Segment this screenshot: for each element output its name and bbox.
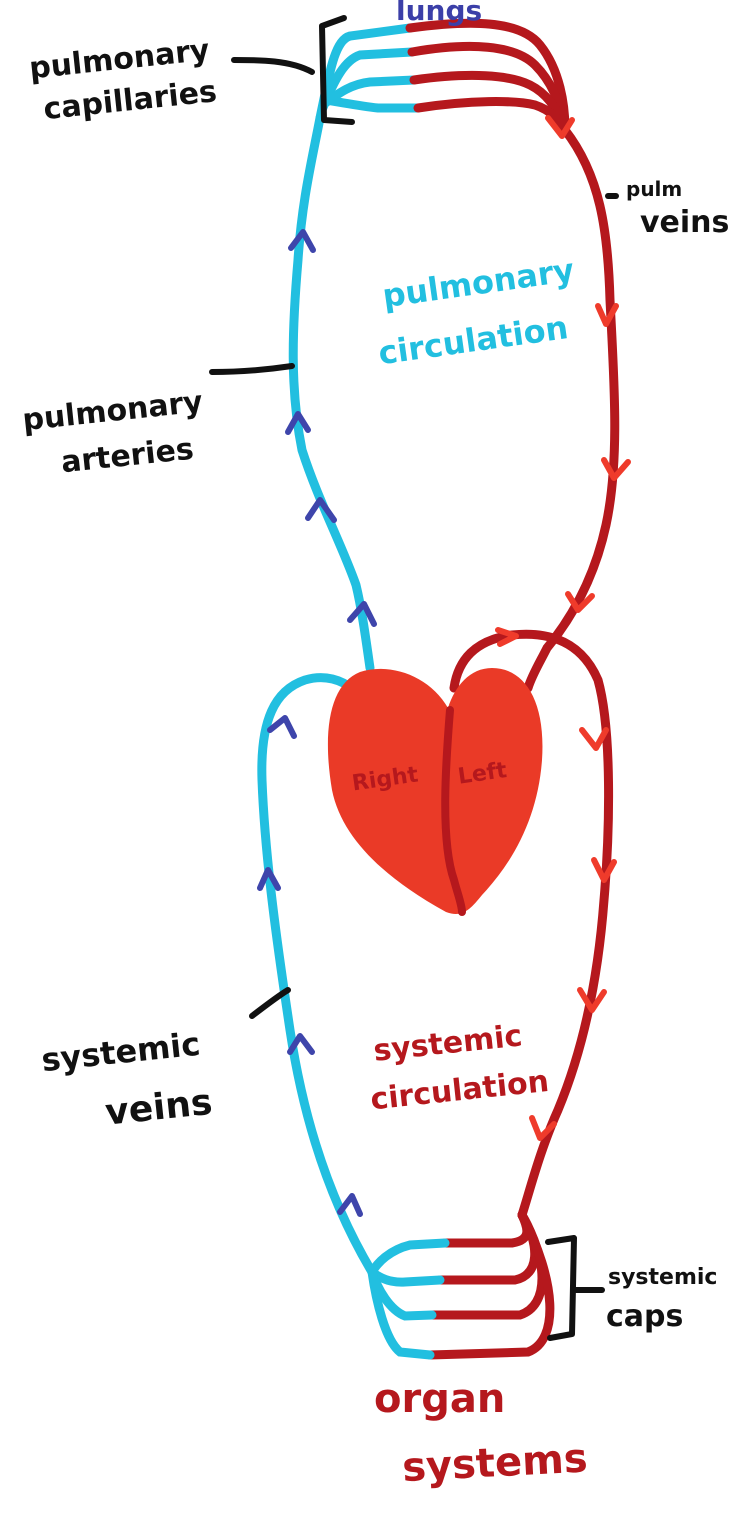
pulmonary-circulation-line-2: circulation bbox=[376, 308, 570, 372]
heart: Right Left bbox=[327, 668, 543, 916]
arrow-up-icon bbox=[288, 229, 316, 253]
arrow-down-icon bbox=[529, 1115, 557, 1141]
systemic-caps-label: systemic caps bbox=[606, 1265, 717, 1334]
organ-systems-label: organ systems bbox=[374, 1376, 589, 1491]
arrow-up-icon bbox=[267, 715, 297, 739]
arrow-up-icon bbox=[257, 867, 281, 891]
lungs-label: lungs bbox=[396, 0, 482, 27]
pulmonary-artery bbox=[288, 113, 375, 673]
arrow-up-icon bbox=[285, 411, 311, 435]
systemic-veins-line-1: systemic bbox=[40, 1025, 202, 1079]
pulmonary-arteries-line-1: pulmonary bbox=[21, 384, 205, 438]
arrow-down-icon bbox=[591, 857, 617, 883]
heart-divider bbox=[441, 706, 466, 916]
systemic-capillaries-red bbox=[425, 1210, 555, 1360]
pulmonary-arteries-leader bbox=[209, 363, 295, 375]
pulmonary-arteries-line-2: arteries bbox=[59, 432, 195, 481]
pulm-veins-line-1: pulm bbox=[626, 177, 682, 201]
systemic-veins-line-2: veins bbox=[103, 1082, 214, 1134]
pulmonary-capillaries-red bbox=[405, 18, 570, 135]
arrow-right-icon bbox=[495, 627, 519, 647]
arrow-up-icon bbox=[337, 1193, 363, 1217]
pulmonary-circulation-line-1: pulmonary bbox=[380, 251, 577, 316]
systemic-caps-line-2: caps bbox=[606, 1299, 683, 1334]
pulmonary-capillaries-leader bbox=[231, 57, 315, 75]
systemic-capillaries-blue bbox=[367, 1238, 450, 1360]
red-flow-arrows bbox=[495, 115, 631, 1141]
pulmonary-capillaries-blue bbox=[315, 23, 423, 123]
arrow-up-icon bbox=[287, 1033, 315, 1055]
pulm-veins-label: pulm veins bbox=[626, 177, 729, 240]
arrow-down-icon bbox=[565, 591, 595, 613]
arrow-down-icon bbox=[577, 987, 607, 1013]
systemic-circulation-label: systemic circulation bbox=[369, 1018, 551, 1118]
systemic-vein bbox=[257, 673, 377, 1277]
blue-flow-arrows bbox=[257, 229, 377, 1217]
arrow-down-icon bbox=[545, 115, 575, 139]
pulmonary-circulation-label: pulmonary circulation bbox=[376, 251, 577, 373]
heart-shape bbox=[327, 668, 543, 915]
arrow-up-icon bbox=[347, 601, 377, 627]
pulmonary-capillaries-label: pulmonary capillaries bbox=[28, 33, 219, 127]
arrow-down-icon bbox=[595, 303, 619, 327]
arrow-up-icon bbox=[305, 497, 337, 523]
arrow-down-icon bbox=[579, 727, 609, 751]
systemic-circulation-line-2: circulation bbox=[369, 1064, 551, 1118]
pulm-veins-line-2: veins bbox=[640, 205, 729, 240]
organ-systems-line-1: organ bbox=[374, 1376, 505, 1422]
pulmonary-arteries-label: pulmonary arteries bbox=[21, 384, 205, 481]
systemic-caps-bracket bbox=[545, 1235, 577, 1341]
pulmonary-capillaries-bracket bbox=[319, 15, 355, 125]
systemic-caps-line-1: systemic bbox=[608, 1265, 717, 1290]
systemic-veins-leader bbox=[249, 987, 291, 1019]
label-pointers bbox=[209, 15, 619, 1341]
arrow-down-icon bbox=[601, 457, 631, 481]
systemic-circulation-line-1: systemic bbox=[372, 1018, 524, 1068]
systemic-veins-label: systemic veins bbox=[40, 1025, 215, 1134]
organ-systems-line-2: systems bbox=[401, 1435, 589, 1491]
